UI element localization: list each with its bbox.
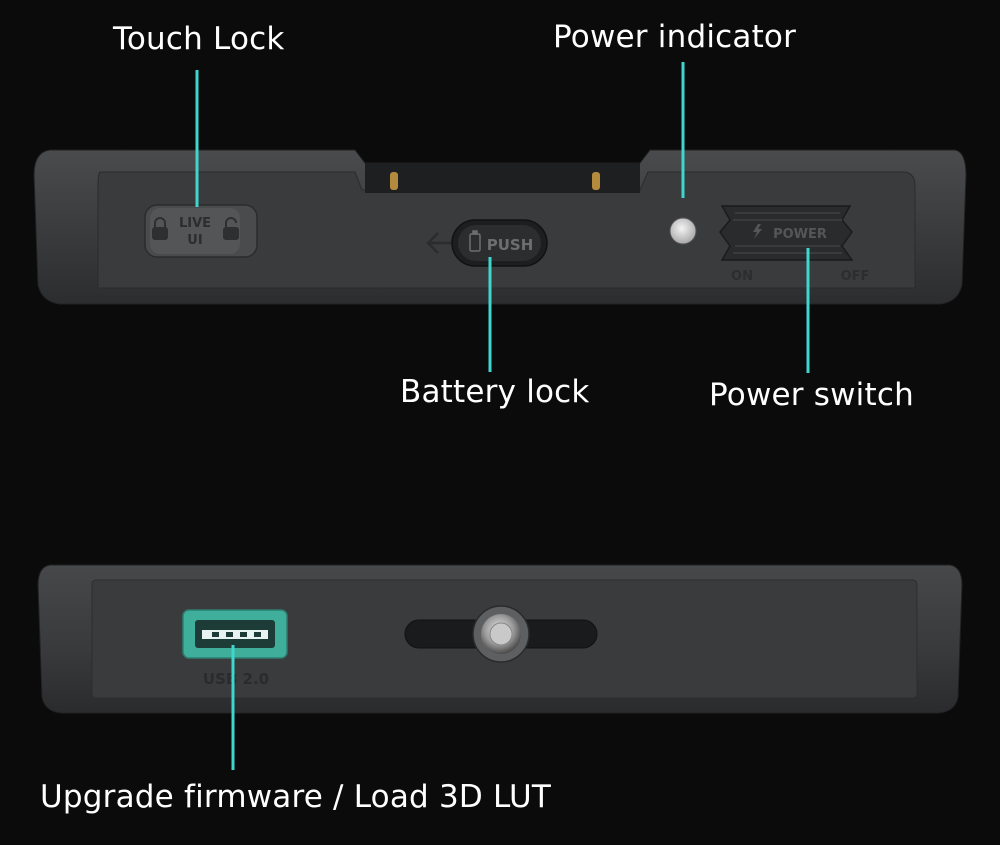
battery-contacts [390, 172, 600, 190]
arrow-left-icon [426, 232, 455, 254]
power-indicator-label: Power indicator [553, 19, 797, 55]
on-marking: ON [731, 269, 753, 284]
off-marking: OFF [841, 269, 870, 284]
touch-lock-label: Touch Lock [113, 21, 285, 57]
top-edge-view: LIVE UI PUSH [33, 149, 967, 305]
usb-port-label: Upgrade firmware / Load 3D LUT [40, 779, 551, 815]
battery-icon [469, 230, 481, 252]
lightning-icon [753, 224, 762, 239]
unlock-icon [223, 217, 239, 240]
lock-icon [152, 217, 168, 240]
ui-marking: UI [187, 233, 202, 248]
live-marking: LIVE [179, 216, 211, 231]
power-marking: POWER [773, 227, 827, 242]
leader-lines [195, 62, 810, 770]
battery-lock-label: Battery lock [400, 374, 590, 410]
power-switch[interactable]: POWER [719, 205, 854, 261]
touch-lock-switch[interactable]: LIVE UI [144, 204, 258, 258]
bottom-edge-view: USB 2.0 [37, 564, 963, 714]
mounting-screw [472, 605, 530, 663]
usb-port[interactable] [182, 609, 288, 659]
power-switch-label: Power switch [709, 377, 914, 413]
usb-marking: USB 2.0 [203, 670, 269, 688]
push-marking: PUSH [487, 236, 534, 254]
battery-lock-button[interactable]: PUSH [426, 219, 548, 267]
power-indicator-led [669, 217, 697, 245]
